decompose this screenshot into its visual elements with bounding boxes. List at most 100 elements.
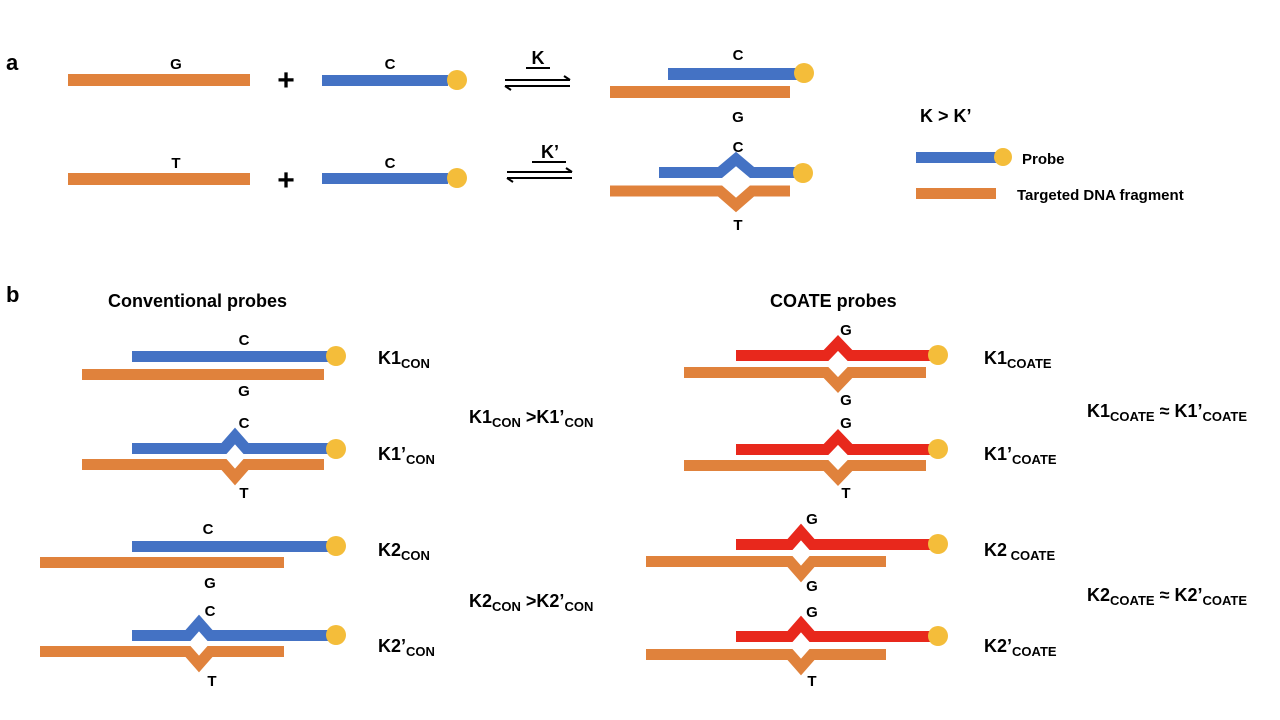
coate-row-4: G T K2’COATE (646, 604, 1057, 690)
probe-label-dot (928, 345, 948, 365)
panel-b-label: b (6, 282, 19, 307)
duplex-target-base-label: G (732, 109, 744, 126)
target-strand-bulge (646, 556, 886, 583)
conventional-heading: Conventional probes (108, 291, 287, 311)
equilibrium-constant: K (532, 48, 545, 68)
k-constant: K2CON (378, 540, 430, 563)
probe-base-label: C (385, 155, 396, 172)
legend-probe-dot (994, 148, 1012, 166)
target-strand-bulge (610, 185, 790, 213)
conventional-comparison-2: K2CON >K2’CON (469, 591, 593, 614)
coate-row-3: G G K2 COATE (646, 511, 1055, 595)
target-strand (68, 74, 250, 86)
probe-base-label: G (806, 604, 818, 621)
duplex-probe-base-label: C (733, 139, 744, 156)
target-base-label: G (238, 383, 250, 400)
target-strand-bulge (40, 646, 284, 673)
probe-base-label: C (203, 521, 214, 538)
equilibrium-arrows: K (504, 48, 571, 91)
coate-comparison-2: K2COATE ≈ K2’COATE (1087, 585, 1247, 608)
probe-base-label: C (205, 603, 216, 620)
plus-sign: + (277, 164, 295, 197)
k-constant: K1’COATE (984, 444, 1057, 467)
probe-base-label: C (239, 415, 250, 432)
k-constant: K1’CON (378, 444, 435, 467)
target-base-label: G (204, 575, 216, 592)
target-strand (68, 173, 250, 185)
legend-probe-label: Probe (1022, 151, 1065, 168)
probe-base-label: G (840, 415, 852, 432)
probe-strand (322, 75, 448, 86)
target-base-label: G (170, 56, 182, 73)
probe-strand (132, 351, 328, 362)
probe-strand-bulge (659, 151, 800, 178)
target-base-label: T (841, 485, 850, 502)
probe-base-label: G (840, 322, 852, 339)
target-base-label: T (171, 155, 180, 172)
probe-label-dot (928, 439, 948, 459)
coate-probe-bulge (736, 429, 930, 455)
probe-strand (132, 541, 328, 552)
probe-base-label: G (806, 511, 818, 528)
coate-heading: COATE probes (770, 291, 897, 311)
legend-target-swatch (916, 188, 996, 199)
target-strand (82, 369, 324, 380)
probe-base-label: C (239, 332, 250, 349)
duplex-mismatch: C T (610, 139, 813, 234)
target-base-label: T (807, 673, 816, 690)
probe-label-dot (326, 439, 346, 459)
conventional-comparison-1: K1CON >K1’CON (469, 407, 593, 430)
target-strand-bulge (684, 460, 926, 486)
coate-probe-bulge (736, 335, 930, 361)
k-constant: K2’CON (378, 636, 435, 659)
probe-label-dot (928, 626, 948, 646)
probe-label-dot (447, 70, 467, 90)
probe-strand-bulge (132, 614, 328, 641)
duplex: C G (610, 47, 814, 126)
target-base-label: T (207, 673, 216, 690)
probe-base-label: C (385, 56, 396, 73)
probe-strand (322, 173, 448, 184)
legend-probe-swatch (916, 152, 1000, 163)
target-strand-bulge (82, 459, 324, 486)
target-strand-bulge (646, 649, 886, 676)
k-constant: K1CON (378, 348, 430, 371)
target-base-label: G (806, 578, 818, 595)
probe-label-dot (326, 625, 346, 645)
target-strand-bulge (684, 367, 926, 393)
legend: Probe Targeted DNA fragment (916, 148, 1184, 204)
probe-label-dot (326, 346, 346, 366)
coate-comparison-1: K1COATE ≈ K1’COATE (1087, 401, 1247, 424)
probe-label-dot (326, 536, 346, 556)
k-constant: K2 COATE (984, 540, 1055, 563)
k-constant: K1COATE (984, 348, 1052, 371)
plus-sign: + (277, 64, 295, 97)
duplex-target-base-label: T (733, 217, 742, 234)
probe-strand (668, 68, 800, 80)
relation-label: K > K’ (920, 106, 972, 126)
probe-label-dot (793, 163, 813, 183)
k-constant: K2’COATE (984, 636, 1057, 659)
probe-label-dot (928, 534, 948, 554)
target-base-label: T (239, 485, 248, 502)
target-base-label: G (840, 392, 852, 409)
target-strand (610, 86, 790, 98)
panel-a-label: a (6, 50, 19, 75)
legend-target-label: Targeted DNA fragment (1017, 187, 1184, 204)
panel-a-row-2: T + C K’ C T (68, 139, 813, 234)
conventional-row-4: C T K2’CON (40, 603, 435, 690)
probe-label-dot (794, 63, 814, 83)
conventional-row-1: C G K1CON (82, 332, 430, 400)
coate-row-2: G T K1’COATE (684, 415, 1057, 502)
equilibrium-arrows: K’ (506, 142, 573, 183)
conventional-row-3: C G K2CON (40, 521, 430, 592)
conventional-row-2: C T K1’CON (82, 415, 435, 502)
probe-strand-bulge (132, 427, 328, 454)
target-strand (40, 557, 284, 568)
duplex-probe-base-label: C (733, 47, 744, 64)
equilibrium-constant: K’ (541, 142, 559, 162)
coate-probe-bulge (736, 615, 930, 642)
coate-row-1: G G K1COATE (684, 322, 1052, 409)
panel-a-row-1: G + C K C G (68, 47, 814, 126)
